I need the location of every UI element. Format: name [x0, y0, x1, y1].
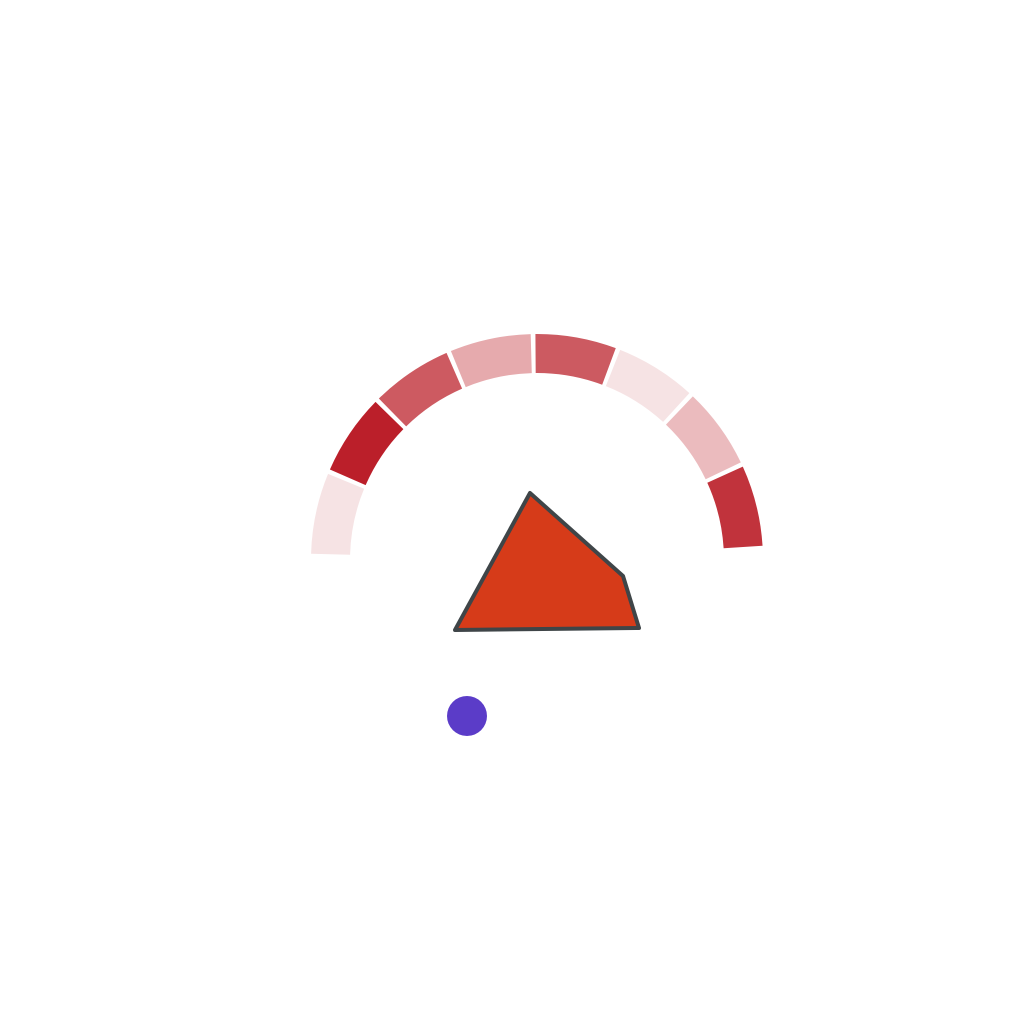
arc-segment [329, 401, 404, 486]
arc-segment [378, 352, 463, 427]
arc-segment [605, 349, 690, 422]
dot-marker [447, 696, 487, 736]
arc-gauge [311, 334, 763, 555]
arc-segment [535, 334, 616, 385]
pointer-shape [453, 491, 641, 632]
arc-segment [665, 396, 741, 480]
arc-segment [311, 473, 365, 555]
arc-segment [707, 466, 763, 549]
arc-segment [450, 334, 532, 388]
